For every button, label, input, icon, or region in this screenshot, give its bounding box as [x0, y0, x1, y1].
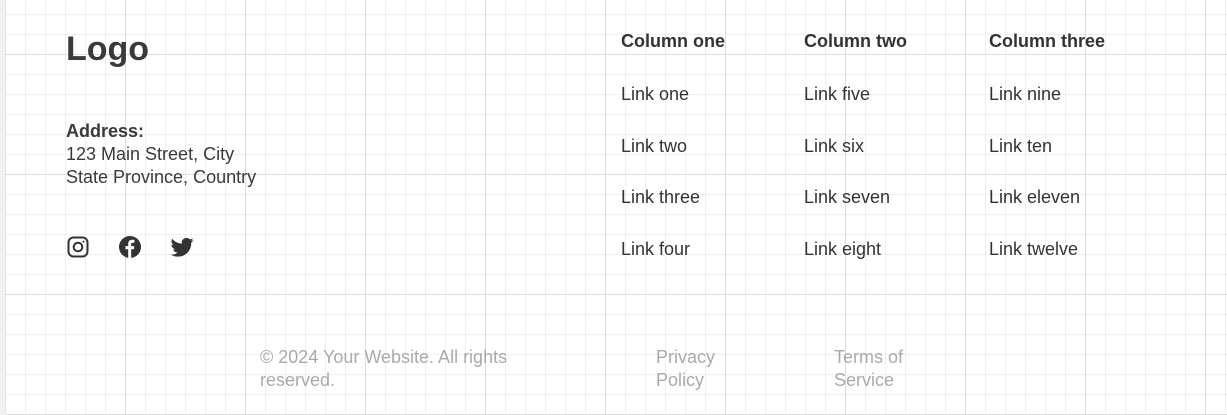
address-block: Address: 123 Main Street, City State Pro…: [66, 120, 256, 189]
footer-column-one: Column one Link one Link two Link three …: [621, 30, 725, 290]
twitter-icon[interactable]: [170, 235, 194, 259]
footer-link[interactable]: Link seven: [804, 187, 891, 208]
instagram-icon[interactable]: [66, 235, 90, 259]
address-line-2: State Province, Country: [66, 167, 257, 187]
address-line-1: 123 Main Street, City: [66, 144, 235, 164]
footer-link[interactable]: Link eight: [804, 239, 882, 260]
footer-logo[interactable]: Logo: [66, 30, 150, 68]
footer-link[interactable]: Link one: [621, 84, 690, 104]
social-links: [66, 235, 194, 259]
left-edge-divider: [0, 0, 6, 415]
privacy-policy-link[interactable]: Privacy Policy: [656, 347, 716, 390]
address-label: Address:: [66, 121, 145, 141]
footer-column-two: Column two Link five Link six Link seven…: [804, 30, 907, 290]
footer-link[interactable]: Link twelve: [989, 239, 1079, 260]
facebook-icon[interactable]: [118, 235, 142, 259]
footer-link[interactable]: Link eleven: [989, 187, 1081, 208]
terms-of-service-link[interactable]: Terms of Service: [834, 347, 904, 390]
footer-link[interactable]: Link ten: [989, 135, 1053, 156]
footer-link[interactable]: Link six: [804, 135, 865, 156]
footer-link[interactable]: Link nine: [989, 84, 1062, 104]
footer-link[interactable]: Link three: [621, 187, 701, 208]
copyright-text: © 2024 Your Website. All rights reserved…: [260, 347, 508, 390]
column-title: Column two: [804, 31, 907, 51]
footer-column-three: Column three Link nine Link ten Link ele…: [989, 30, 1105, 290]
footer-link[interactable]: Link four: [621, 239, 691, 260]
column-title: Column three: [989, 31, 1106, 51]
footer-link[interactable]: Link five: [804, 84, 871, 104]
footer-link[interactable]: Link two: [621, 135, 688, 156]
column-title: Column one: [621, 31, 725, 51]
